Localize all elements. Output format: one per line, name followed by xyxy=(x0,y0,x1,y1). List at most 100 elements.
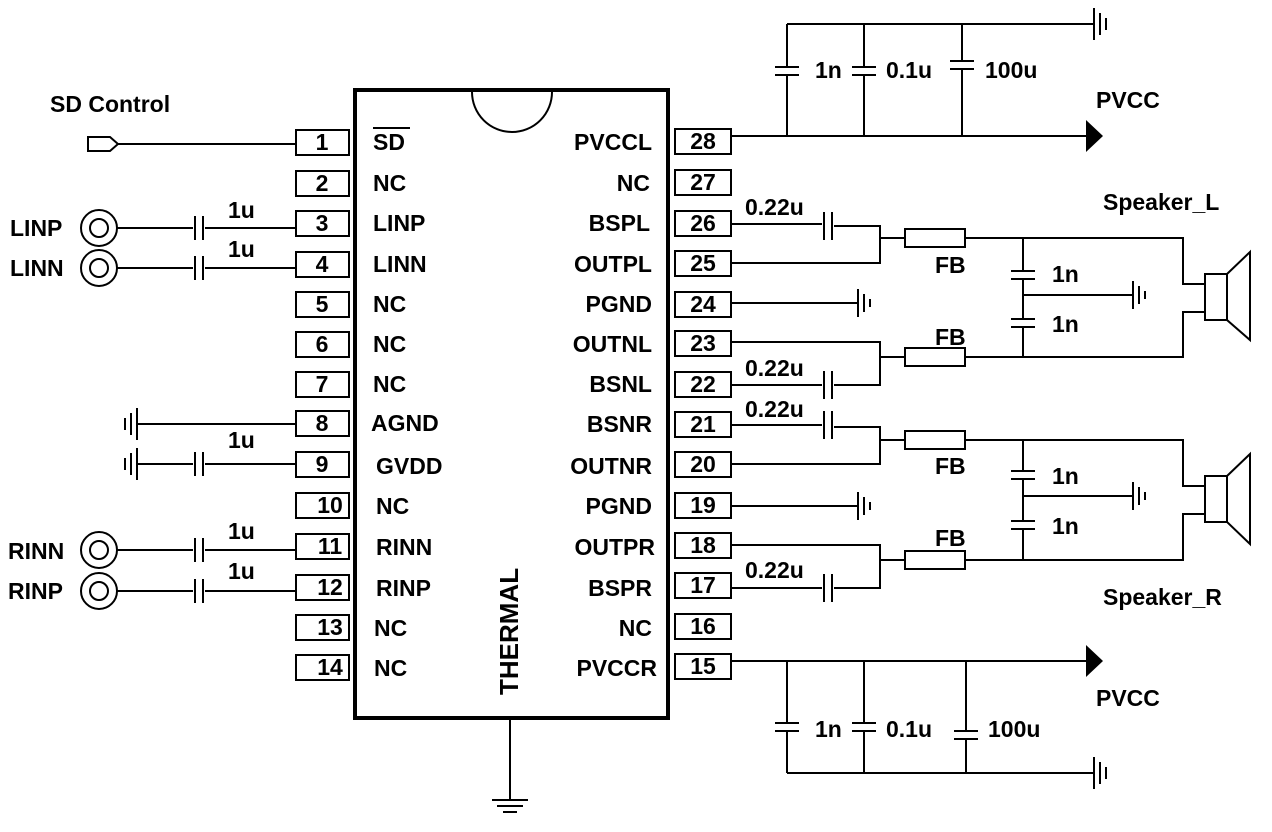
pin-name: NC xyxy=(619,615,652,641)
pin-number: 19 xyxy=(690,492,716,518)
pgnd-ground-icon xyxy=(857,289,871,317)
left-filter-capacitor-icon xyxy=(1011,238,1035,318)
pvcc-top-capacitor-icon xyxy=(852,24,876,136)
speaker-right-icon xyxy=(1204,451,1251,547)
pin-22: 22 BSNL xyxy=(589,371,732,398)
pgnd-ground-icon xyxy=(857,492,871,520)
pin-20: 20 OUTNR xyxy=(570,451,732,479)
pin-21: 21 BSNR xyxy=(587,411,732,438)
pin-2: 2 NC xyxy=(295,170,406,197)
linp-label: LINP xyxy=(10,215,62,241)
sd-control-label: SD Control xyxy=(50,91,170,117)
pin-name: BSNL xyxy=(589,371,652,397)
pin-number: 9 xyxy=(316,451,329,477)
bsnr-capacitor-icon xyxy=(823,411,833,439)
speaker-right-label: Speaker_R xyxy=(1103,584,1222,610)
pin-number: 5 xyxy=(316,291,329,317)
ferrite-bead-icon xyxy=(904,347,966,367)
pvcc-bottom-capacitor-icon xyxy=(775,661,799,773)
pin-15: 15 PVCCR xyxy=(576,653,732,681)
bsnl-capacitor-icon xyxy=(823,371,833,399)
rinn-capacitor-icon xyxy=(194,538,204,562)
pin-number: 13 xyxy=(317,614,343,640)
linn-label: LINN xyxy=(10,255,64,281)
pin-name: RINN xyxy=(376,534,432,560)
speaker-left-label: Speaker_L xyxy=(1103,189,1219,215)
linp-jack-icon xyxy=(80,209,118,247)
left-filter-capacitor-icon xyxy=(1011,318,1035,357)
pin-name: SD xyxy=(373,129,405,155)
pin-6: 6 NC xyxy=(295,331,406,358)
pin-name: NC xyxy=(373,291,406,317)
pin-23: 23 OUTNL xyxy=(573,330,732,357)
pin-17: 17 BSPR xyxy=(588,572,732,601)
pin-number: 23 xyxy=(690,330,716,356)
pin-number: 17 xyxy=(690,572,716,598)
left-filter-cap-value: 1n xyxy=(1052,311,1079,337)
right-filter-ground-icon xyxy=(1132,482,1146,510)
pin-name: LINP xyxy=(373,210,425,236)
left-filter-ground-icon xyxy=(1132,281,1146,309)
pin-number: 16 xyxy=(690,613,716,639)
pin-name: RINP xyxy=(376,575,431,601)
linn-jack-icon xyxy=(80,249,118,287)
bsnl-cap-value: 0.22u xyxy=(745,355,804,381)
ferrite-bead-icon xyxy=(904,228,966,248)
pin-11: 11 RINN xyxy=(295,533,432,560)
pin-name: OUTNR xyxy=(570,453,652,479)
thermal-label: THERMAL xyxy=(494,568,524,695)
pin-number: 6 xyxy=(316,331,329,357)
pin-name: LINN xyxy=(373,251,427,277)
pin-name: NC xyxy=(376,493,409,519)
pin-number: 20 xyxy=(690,451,716,477)
pin-number: 22 xyxy=(690,371,716,397)
pin-name: OUTPL xyxy=(574,251,652,277)
pvcc-bottom-cap-value: 1n xyxy=(815,716,842,742)
pin-8: 8 AGND xyxy=(295,410,439,437)
pin-name: NC xyxy=(617,170,650,196)
agnd-ground-icon xyxy=(124,408,138,440)
rinn-jack-icon xyxy=(80,531,118,569)
pin-name: NC xyxy=(373,170,406,196)
ic-body xyxy=(353,88,670,720)
right-filter-capacitor-icon xyxy=(1011,440,1035,520)
bspr-capacitor-icon xyxy=(823,574,833,602)
fb-label: FB xyxy=(935,525,966,551)
pin-name: PVCCL xyxy=(574,129,652,155)
linp-capacitor-icon xyxy=(194,216,204,240)
ferrite-bead-icon xyxy=(904,430,966,450)
pin-name: OUTNL xyxy=(573,331,652,357)
bspr-cap-value: 0.22u xyxy=(745,557,804,583)
pin-name: NC xyxy=(373,371,406,397)
gvdd-capacitor-icon xyxy=(194,452,204,476)
bsnr-cap-value: 0.22u xyxy=(745,396,804,422)
pin-28: 28 PVCCL xyxy=(574,128,732,155)
linn-capacitor-icon xyxy=(194,256,204,280)
bspl-capacitor-icon xyxy=(823,212,833,240)
pvcc-bottom-label: PVCC xyxy=(1096,685,1160,711)
pin-name: NC xyxy=(374,655,407,681)
pin-5: 5 NC xyxy=(295,291,406,318)
pvcc-top-arrow-icon xyxy=(1086,120,1103,152)
pvcc-top-ground-icon xyxy=(1093,8,1107,40)
pin-name: OUTPR xyxy=(575,534,656,560)
right-filter-cap-value: 1n xyxy=(1052,513,1079,539)
pin-10: 10 NC xyxy=(295,492,409,519)
pin-number: 26 xyxy=(690,210,716,236)
rinn-label: RINN xyxy=(8,538,64,564)
fb-label: FB xyxy=(935,324,966,350)
linp-cap-value: 1u xyxy=(228,197,255,223)
pin-24: 24 PGND xyxy=(586,291,732,318)
pin-26: 26 BSPL xyxy=(589,210,732,237)
pin-1: 1 SD xyxy=(295,127,410,156)
pin-number: 24 xyxy=(690,291,716,317)
pin-number: 10 xyxy=(317,492,343,518)
pin-number: 14 xyxy=(317,654,343,680)
pin-number: 12 xyxy=(317,574,343,600)
pin-16: 16 NC xyxy=(619,613,732,641)
right-filter-capacitor-icon xyxy=(1011,520,1035,560)
pin-name: PGND xyxy=(586,291,652,317)
pin-number: 4 xyxy=(316,251,329,277)
pin-name: BSPR xyxy=(588,575,652,601)
